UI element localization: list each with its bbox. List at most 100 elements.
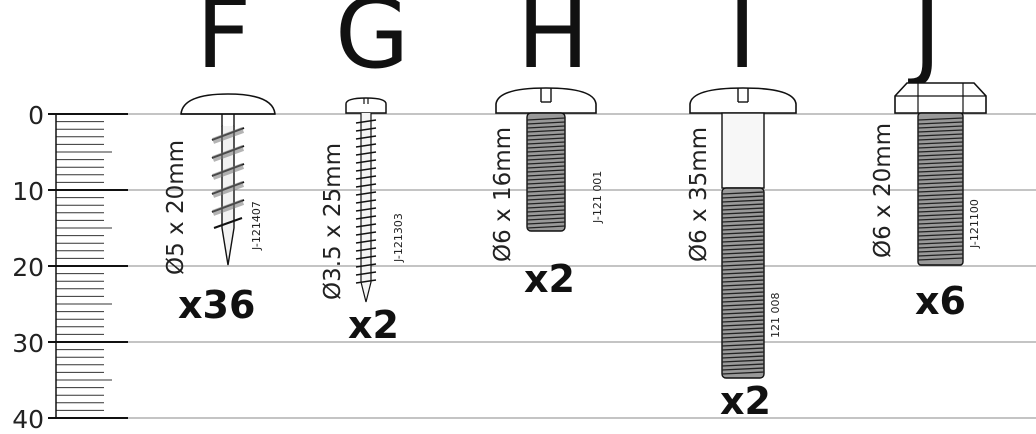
- ruler-ticks: [48, 113, 128, 419]
- thread-line: [721, 203, 765, 207]
- thread-line: [721, 267, 765, 271]
- thread-line: [355, 159, 377, 164]
- thread-line: [917, 201, 964, 205]
- screw-i-quantity: x2: [720, 379, 771, 423]
- thread-line: [526, 181, 566, 185]
- thread-line: [721, 331, 765, 335]
- thread-line: [917, 193, 964, 197]
- screw-i-code: 121 008: [769, 292, 782, 339]
- thread-line: [721, 211, 765, 215]
- thread-line: [721, 207, 765, 211]
- thread-line: [721, 271, 765, 275]
- thread-line: [526, 217, 566, 221]
- thread-line: [721, 243, 765, 247]
- thread-line: [917, 189, 964, 193]
- thread-line: [721, 315, 765, 319]
- thread-line: [355, 151, 377, 156]
- screw-j-code: J-121100: [968, 199, 981, 248]
- screw-f-code: J-121407: [250, 201, 263, 250]
- thread-line: [721, 259, 765, 263]
- screw-f-drawing: [180, 93, 276, 266]
- screw-letter-h: H: [517, 0, 590, 90]
- thread-line: [917, 233, 964, 237]
- screw-h-code: J-121 001: [591, 170, 604, 223]
- thread-line: [526, 149, 566, 153]
- thread-line: [721, 279, 765, 283]
- ruler-label-20: 20: [12, 253, 44, 282]
- ruler-label-0: 0: [28, 101, 44, 130]
- thread-line: [526, 185, 566, 189]
- thread-line: [721, 359, 765, 363]
- thread-line: [721, 195, 765, 199]
- thread-line: [917, 141, 964, 145]
- thread-line: [917, 237, 964, 241]
- thread-line: [355, 183, 377, 188]
- thread-line: [526, 201, 566, 205]
- thread-line: [721, 223, 765, 227]
- thread-line: [721, 351, 765, 355]
- thread-line: [721, 291, 765, 295]
- thread-line: [721, 263, 765, 267]
- thread-line: [355, 143, 377, 148]
- thread-line: [355, 207, 377, 212]
- thread-line: [355, 223, 377, 228]
- thread-line: [917, 149, 964, 153]
- thread-line: [917, 205, 964, 209]
- thread-line: [526, 161, 566, 165]
- screw-g-code: J-121303: [392, 213, 405, 262]
- thread-line: [721, 275, 765, 279]
- thread-line: [917, 225, 964, 229]
- thread-line: [526, 165, 566, 169]
- thread-line: [355, 175, 377, 180]
- thread-line: [721, 335, 765, 339]
- thread-line: [721, 307, 765, 311]
- thread-line: [526, 221, 566, 225]
- thread-line: [721, 219, 765, 223]
- thread-line: [917, 129, 964, 133]
- thread-line: [917, 137, 964, 141]
- ruler-gridlines: [124, 113, 1036, 419]
- thread-line: [526, 205, 566, 209]
- thread-line: [721, 255, 765, 259]
- screw-f-quantity: x36: [178, 283, 256, 327]
- thread-line: [917, 169, 964, 173]
- thread-line: [355, 199, 377, 204]
- thread-line: [526, 197, 566, 201]
- thread-line: [526, 189, 566, 193]
- thread-line: [526, 125, 566, 129]
- thread-line: [917, 213, 964, 217]
- thread-line: [355, 191, 377, 196]
- screw-h-drawing: [495, 87, 597, 232]
- thread-line: [721, 299, 765, 303]
- thread-line: [721, 319, 765, 323]
- thread-line: [721, 283, 765, 287]
- thread-line: [917, 249, 964, 253]
- thread-line: [721, 287, 765, 291]
- thread-line: [526, 153, 566, 157]
- thread-line: [917, 173, 964, 177]
- thread-line: [526, 145, 566, 149]
- thread-line: [917, 245, 964, 249]
- thread-line: [526, 193, 566, 197]
- thread-line: [917, 117, 964, 121]
- thread-line: [526, 173, 566, 177]
- screw-f-size: Ø5 x 20mm: [163, 139, 189, 275]
- thread-line: [526, 141, 566, 145]
- thread-line: [721, 339, 765, 343]
- thread-line: [526, 177, 566, 181]
- thread-line: [721, 311, 765, 315]
- screw-j-size: Ø6 x 20mm: [870, 122, 896, 258]
- thread-line: [721, 215, 765, 219]
- screw-g-quantity: x2: [348, 303, 399, 347]
- thread-line: [526, 133, 566, 137]
- thread-line: [721, 247, 765, 251]
- thread-line: [917, 241, 964, 245]
- screw-h-size: Ø6 x 16mm: [490, 126, 516, 262]
- thread-line: [917, 177, 964, 181]
- screw-letter-j: J: [913, 0, 942, 90]
- thread-line: [917, 257, 964, 261]
- thread-line: [721, 235, 765, 239]
- thread-line: [721, 251, 765, 255]
- thread-line: [526, 117, 566, 121]
